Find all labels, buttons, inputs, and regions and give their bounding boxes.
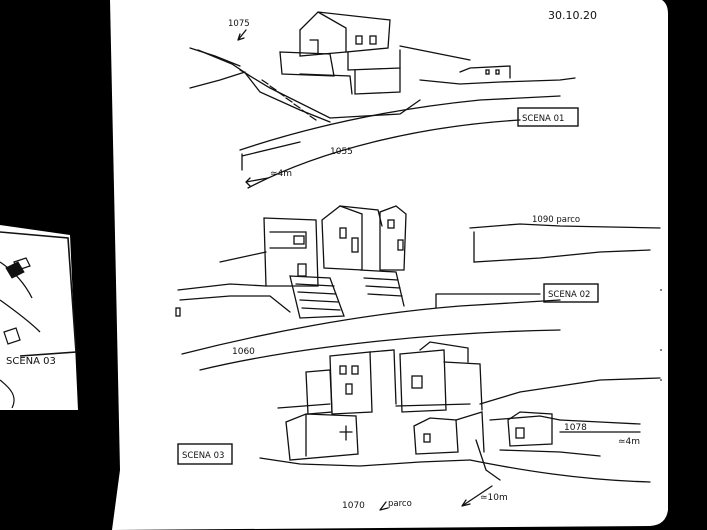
scene-3-width-note: ≃10m [480, 493, 508, 503]
scene-2-elevation-road: 1060 [232, 347, 255, 357]
scene-1-elevation-top: 1075 [228, 19, 250, 29]
left-page: SCENA 03 [0, 225, 78, 410]
scene-2-elevation-park: 1090 parco [532, 215, 580, 225]
left-scene-label: SCENA 03 [6, 356, 56, 367]
scene-3-elevation-bottom: 1070 [342, 501, 365, 511]
scene-3-elevation-right: 1078 [564, 423, 587, 433]
scene-3-park-note: parco [388, 499, 412, 509]
scene-3-label: SCENA 03 [182, 451, 224, 461]
scene-3-height-note: ≃4m [618, 437, 640, 447]
scene-1-label: SCENA 01 [522, 114, 564, 124]
scene-1-elevation-road: 1055 [330, 147, 353, 157]
scene-2-sketch [175, 205, 661, 371]
scene-1-width-note: ≃4m [270, 169, 292, 179]
date-label: 30.10.20 [548, 9, 597, 22]
page-edge-marks [660, 289, 662, 381]
scene-2-label: SCENA 02 [548, 290, 590, 300]
sketchbook-page [110, 0, 668, 530]
scene-1-sketch [189, 11, 579, 189]
scene-3-sketch [177, 341, 661, 511]
